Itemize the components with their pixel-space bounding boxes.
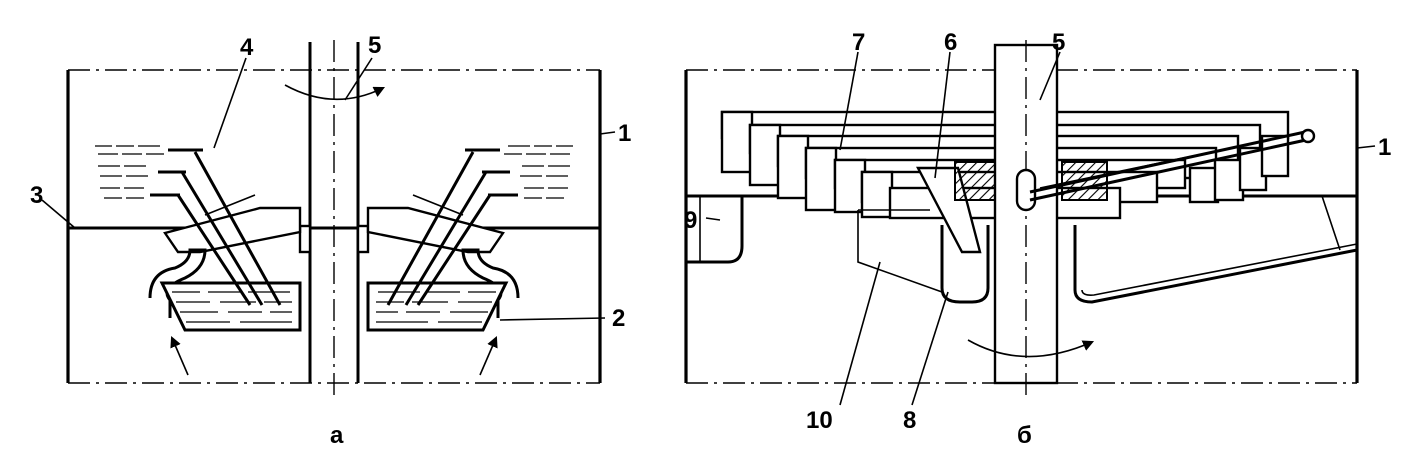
label-b-10: 10 [806,407,833,434]
label-b-5: 5 [1052,29,1065,56]
panel-a: 4 5 1 3 2 а [30,32,631,449]
label-a-5: 5 [368,32,381,59]
label-b-9: 9 [684,207,697,234]
bracket-9 [686,196,744,264]
cone-6 [916,166,982,254]
label-b-6: 6 [944,29,957,56]
leaders-a [41,57,616,321]
lower-baffle-right [1073,195,1358,304]
trough-8 [940,225,990,304]
rotation-arrow-b [967,339,1095,358]
panel-b: 7 6 5 1 9 10 8 б [684,29,1391,449]
shaft-b [967,40,1095,395]
label-b-7: 7 [852,29,865,56]
rotor-disc-a [163,206,505,254]
feed-pipe [1029,128,1316,202]
rotation-arrow-a [284,84,386,101]
leaders-b [705,51,1376,406]
label-a-4: 4 [240,34,254,61]
spray-tubes-left [95,145,282,306]
label-b-1: 1 [1378,134,1391,161]
spray-tubes-right [386,145,573,306]
label-b-8: 8 [903,407,916,434]
seal-10 [857,209,943,293]
caption-b: б [1017,422,1032,449]
liquid-trough-left [148,248,302,376]
caption-a: а [330,422,344,449]
label-a-3: 3 [30,182,43,209]
label-a-1: 1 [618,120,631,147]
hub-hatched [954,161,1108,201]
shaft-a [284,40,386,395]
label-a-2: 2 [612,305,625,332]
